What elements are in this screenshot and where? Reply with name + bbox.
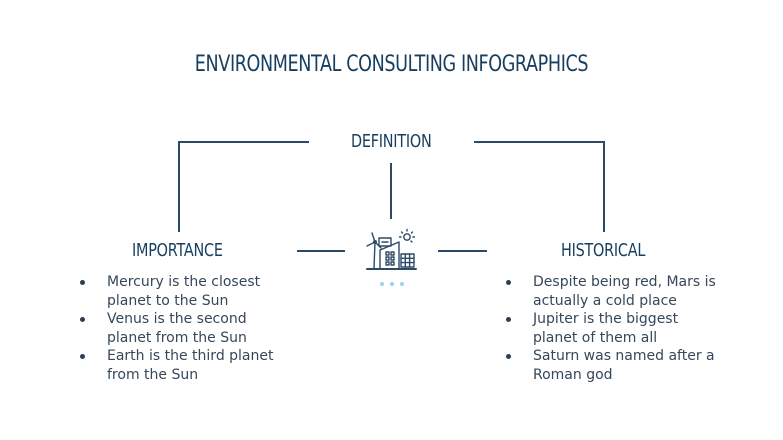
historical-list: Despite being red, Mars is actually a co… [505, 273, 725, 384]
dot [390, 282, 394, 286]
connector-center-vertical [390, 163, 392, 219]
page-title: ENVIRONMENTAL CONSULTING INFOGRAPHICS [194, 52, 589, 77]
connector-top-left-vertical [178, 141, 180, 232]
connector-top-right-vertical [603, 141, 605, 232]
list-item: Venus is the second planet from the Sun [79, 310, 289, 347]
importance-heading: IMPORTANCE [132, 240, 223, 261]
eco-energy-city-icon [366, 228, 418, 272]
list-item: Mercury is the closest planet to the Sun [79, 273, 289, 310]
connector-right-horizontal [438, 250, 487, 252]
pagination-dots [380, 282, 404, 288]
dot [400, 282, 404, 286]
dot [380, 282, 384, 286]
list-item: Saturn was named after a Roman god [505, 347, 725, 384]
connector-top-right-horizontal [474, 141, 605, 143]
list-item: Earth is the third planet from the Sun [79, 347, 289, 384]
historical-heading: HISTORICAL [561, 240, 646, 261]
list-item: Jupiter is the biggest planet of them al… [505, 310, 725, 347]
definition-heading: DEFINITION [351, 131, 432, 152]
list-item: Despite being red, Mars is actually a co… [505, 273, 725, 310]
importance-list: Mercury is the closest planet to the Sun… [79, 273, 289, 384]
connector-top-left-horizontal [178, 141, 309, 143]
connector-left-horizontal [297, 250, 345, 252]
